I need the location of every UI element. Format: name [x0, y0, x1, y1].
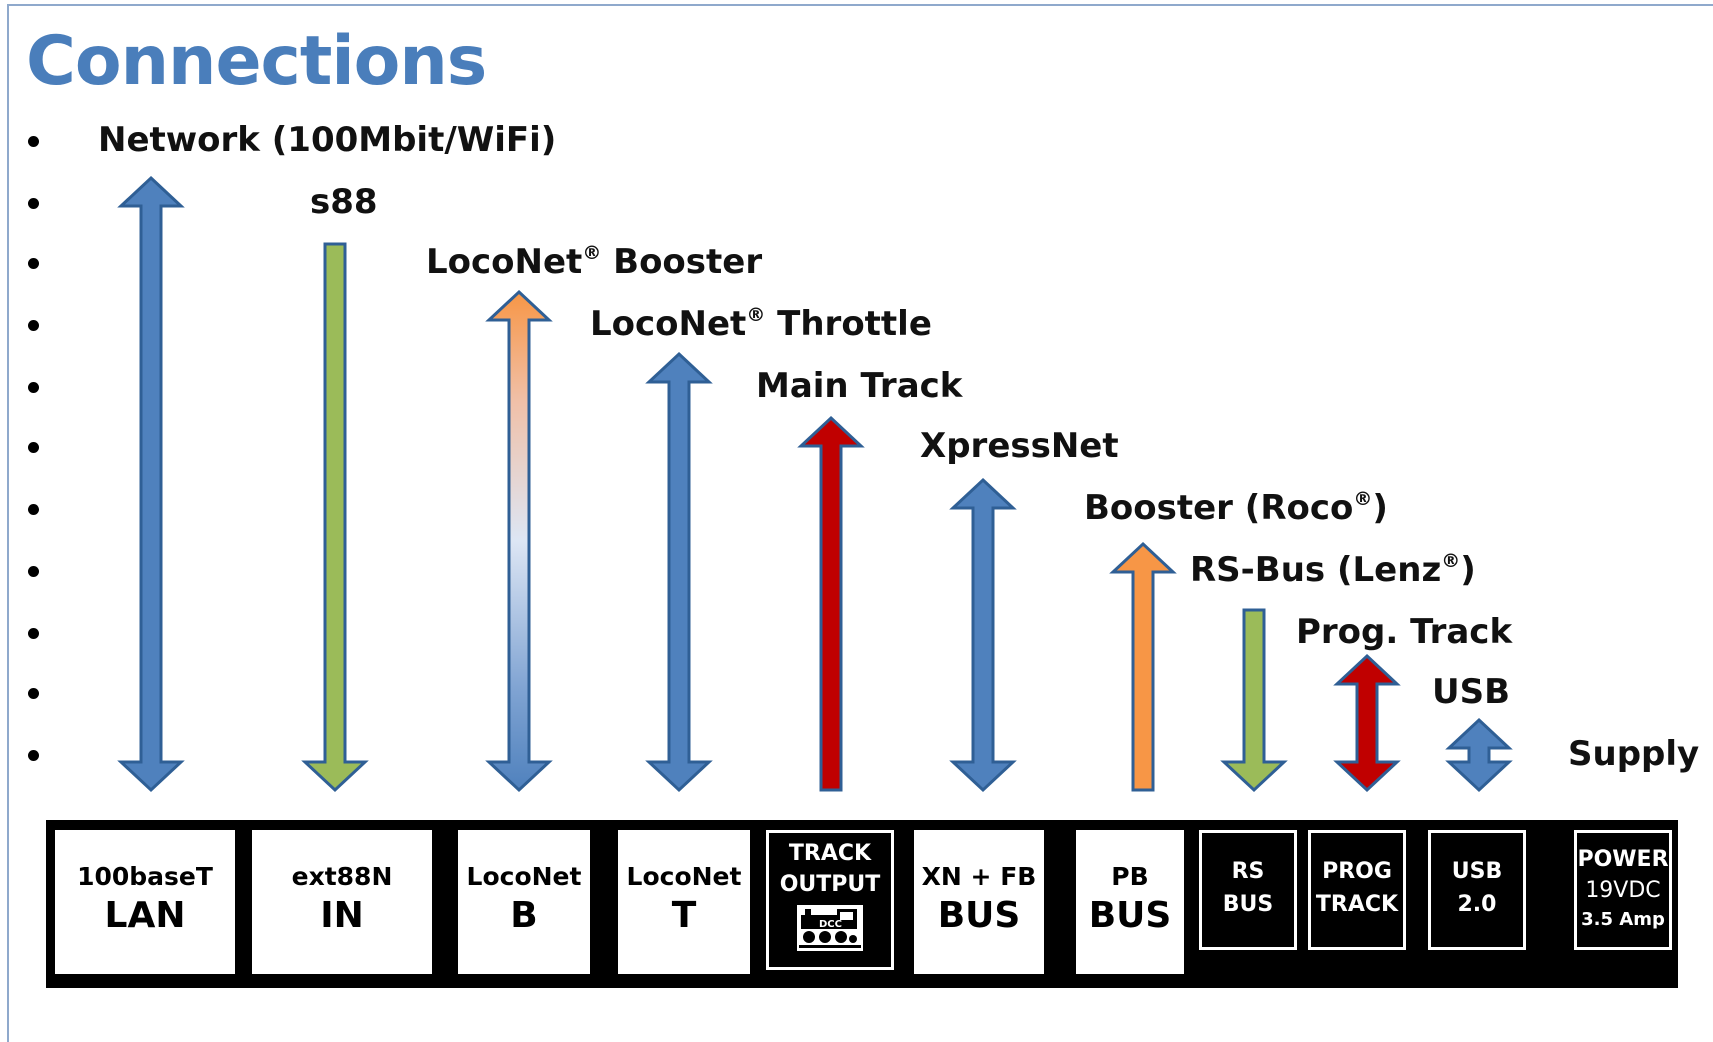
bullet: [28, 750, 39, 761]
bullet: [28, 566, 39, 577]
connection-arrow-6: [949, 477, 1017, 793]
port-xn-fb-bus[interactable]: XN + FB BUS: [914, 830, 1044, 974]
label-prog-track: Prog. Track: [1296, 612, 1513, 652]
port-usb[interactable]: USB 2.0: [1428, 830, 1526, 950]
connection-arrow-3: [485, 289, 553, 793]
label-main-track: Main Track: [756, 366, 963, 406]
connection-arrow-1: [117, 175, 185, 793]
label-usb: USB: [1432, 672, 1511, 712]
connection-arrow-8: [1220, 608, 1288, 793]
port-loconet-t[interactable]: LocoNet T: [618, 830, 750, 974]
port-rs-top: RS: [1231, 859, 1265, 884]
slide-frame: [7, 4, 1713, 1042]
port-in-top: ext88N: [291, 862, 393, 891]
port-rs-bottom: BUS: [1222, 892, 1274, 917]
label-supply: Supply: [1568, 734, 1700, 774]
label-loconet-booster: LocoNet® Booster: [426, 242, 763, 282]
port-ext88n-in[interactable]: ext88N IN: [252, 830, 432, 974]
port-panel: 100baseT LAN ext88N IN LocoNet B LocoNet…: [46, 820, 1678, 988]
bullet: [28, 258, 39, 269]
port-track-output-bottom: OUTPUT: [779, 872, 881, 897]
bullet: [28, 382, 39, 393]
label-loconet-throttle: LocoNet® Throttle: [590, 304, 932, 344]
port-lan-top: 100baseT: [77, 862, 213, 891]
connection-arrow-9: [1333, 653, 1401, 793]
label-booster-roco: Booster (Roco®): [1084, 488, 1388, 528]
label-network: Network (100Mbit/WiFi): [98, 120, 557, 160]
port-rs-bus[interactable]: RS BUS: [1199, 830, 1297, 950]
port-pb-bottom: BUS: [1088, 895, 1172, 936]
port-pb-bus[interactable]: PB BUS: [1076, 830, 1184, 974]
port-loconet-b-bottom: B: [510, 895, 538, 936]
connection-arrow-10: [1445, 717, 1513, 793]
port-in-bottom: IN: [320, 895, 364, 936]
connection-arrow-5: [797, 415, 865, 792]
port-loconet-t-bottom: T: [671, 895, 697, 936]
label-s88: s88: [310, 182, 378, 222]
port-usb-top: USB: [1451, 859, 1503, 884]
slide-title: Connections: [26, 22, 487, 101]
port-loconet-t-top: LocoNet: [626, 862, 742, 891]
connection-arrow-2: [301, 242, 369, 793]
bullet: [28, 688, 39, 699]
bullet: [28, 442, 39, 453]
label-xpressnet: XpressNet: [920, 426, 1119, 466]
port-prog-top: PROG: [1322, 859, 1392, 884]
port-loconet-b-top: LocoNet: [466, 862, 582, 891]
bullet: [28, 628, 39, 639]
port-track-output[interactable]: TRACK OUTPUT DCC: [766, 830, 894, 970]
connection-arrow-7: [1109, 541, 1177, 792]
bullet: [28, 504, 39, 515]
port-lan-bottom: LAN: [104, 895, 186, 936]
bullet: [28, 136, 39, 147]
port-usb-bottom: 2.0: [1457, 892, 1497, 917]
connection-arrow-4: [645, 351, 713, 793]
dcc-locomotive-icon: DCC: [797, 905, 863, 951]
port-pb-top: PB: [1111, 862, 1149, 891]
svg-text:DCC: DCC: [819, 919, 842, 930]
port-prog-bottom: TRACK: [1315, 892, 1399, 917]
port-xn-top: XN + FB: [921, 862, 1037, 891]
port-lan[interactable]: 100baseT LAN: [55, 830, 235, 974]
port-power-middle: 19VDC: [1585, 878, 1661, 903]
port-xn-bottom: BUS: [937, 895, 1021, 936]
bullet: [28, 198, 39, 209]
bullet: [28, 320, 39, 331]
port-track-output-top: TRACK: [788, 841, 872, 866]
label-rs-bus-lenz: RS-Bus (Lenz®): [1190, 550, 1476, 590]
port-power-bottom: 3.5 Amp: [1581, 909, 1665, 930]
port-prog-track[interactable]: PROG TRACK: [1308, 830, 1406, 950]
port-power-top: POWER: [1577, 847, 1669, 872]
port-loconet-b[interactable]: LocoNet B: [458, 830, 590, 974]
port-power[interactable]: POWER 19VDC 3.5 Amp: [1574, 830, 1672, 950]
